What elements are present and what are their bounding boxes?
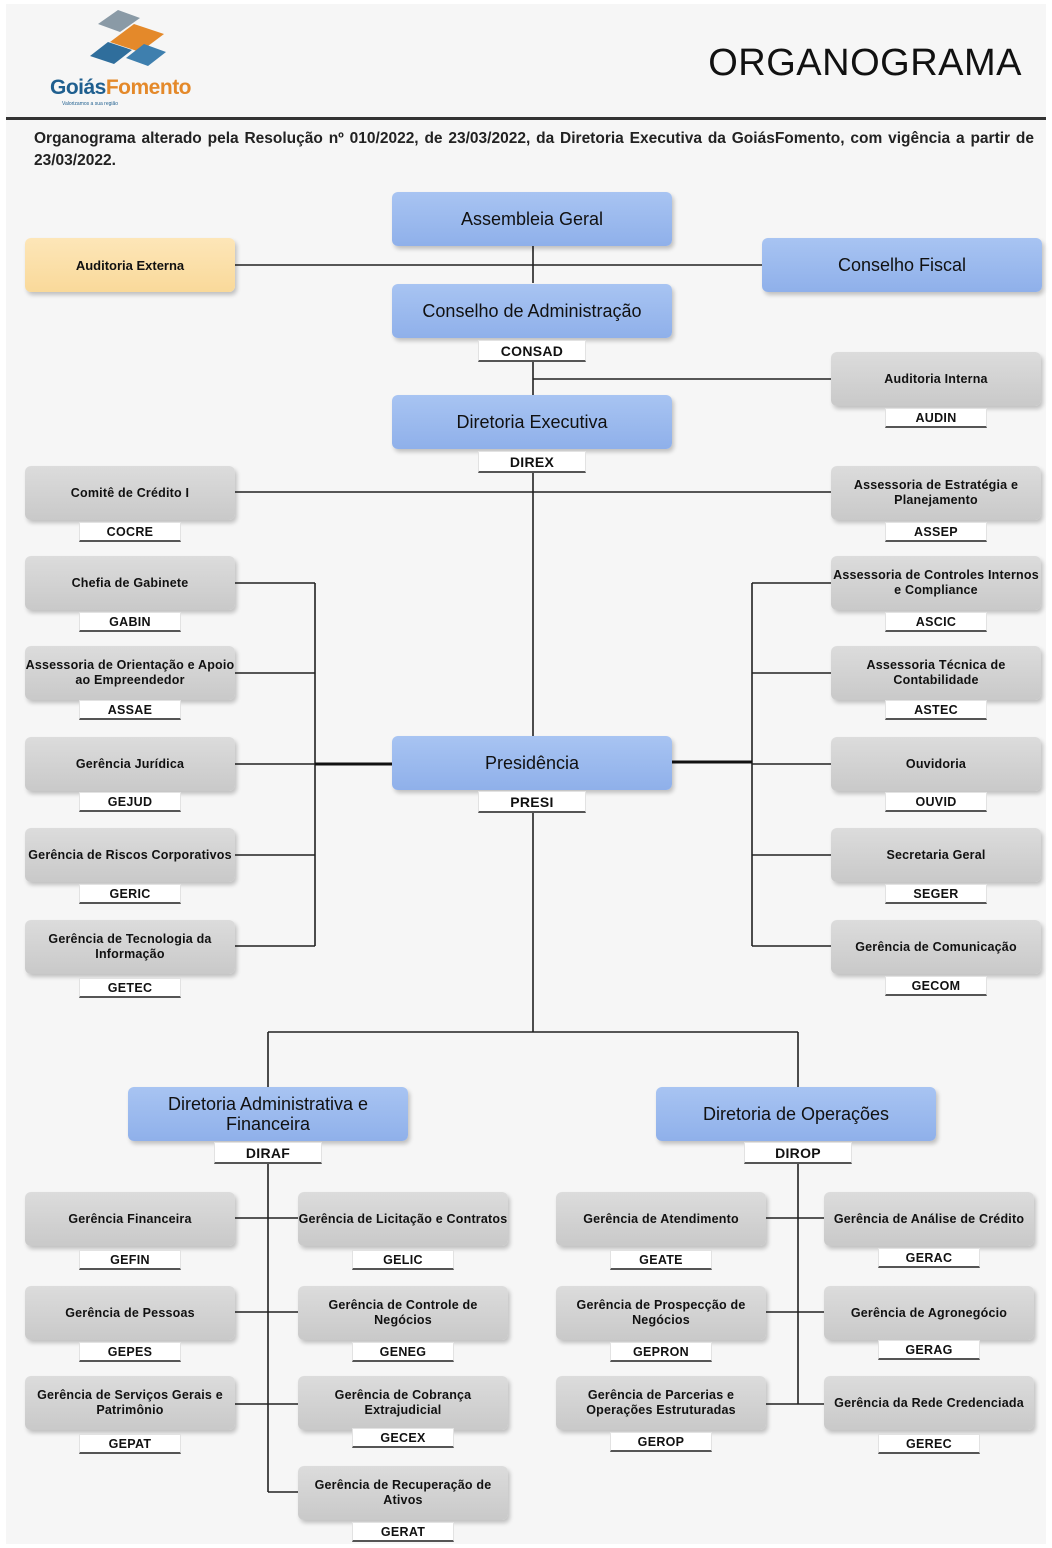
left-unit-box: Gerência de Tecnologia da Informação: [25, 920, 235, 974]
diraf-box: Diretoria Administrativa e Financeira: [128, 1087, 408, 1141]
right-unit-code: ASCIC: [885, 612, 987, 632]
diraf-unit-code: GECEX: [352, 1428, 454, 1448]
page-title: ORGANOGRAMA: [708, 42, 1022, 84]
conselho-fiscal-box: Conselho Fiscal: [762, 238, 1042, 292]
direx-code: DIREX: [478, 451, 586, 473]
diraf-unit-box: Gerência de Serviços Gerais e Patrimônio: [25, 1376, 235, 1430]
cocre-code: COCRE: [79, 522, 181, 542]
diretoria-executiva-box: Diretoria Executiva: [392, 395, 672, 449]
diraf-unit-box: Gerência Financeira: [25, 1192, 235, 1246]
auditoria-externa-box: Auditoria Externa: [25, 238, 235, 292]
right-unit-code: OUVID: [885, 792, 987, 812]
left-unit-code: GETEC: [79, 978, 181, 998]
left-unit-code: GERIC: [79, 884, 181, 904]
auditoria-interna-box: Auditoria Interna: [831, 352, 1041, 406]
left-unit-box: Gerência de Riscos Corporativos: [25, 828, 235, 882]
dirop-unit-box: Gerência de Prospecção de Negócios: [556, 1286, 766, 1340]
comite-credito-box: Comitê de Crédito I: [25, 466, 235, 520]
diraf-unit-box: Gerência de Cobrança Extrajudicial: [298, 1376, 508, 1430]
dirop-unit-code: GEPRON: [610, 1342, 712, 1362]
dirop-unit-box: Gerência de Atendimento: [556, 1192, 766, 1246]
dirop-code: DIROP: [744, 1142, 852, 1164]
diraf-unit-code: GEPES: [79, 1342, 181, 1362]
right-unit-code: SEGER: [885, 884, 987, 904]
diraf-unit-box: Gerência de Licitação e Contratos: [298, 1192, 508, 1246]
dirop-unit-code: GEREC: [878, 1434, 980, 1454]
right-unit-code: ASTEC: [885, 700, 987, 720]
dirop-box: Diretoria de Operações: [656, 1087, 936, 1141]
dirop-unit-code: GEATE: [610, 1250, 712, 1270]
presidencia-box: Presidência: [392, 736, 672, 790]
dirop-unit-box: Gerência de Análise de Crédito: [824, 1192, 1034, 1246]
diraf-unit-code: GENEG: [352, 1342, 454, 1362]
right-unit-box: Assessoria de Controles Internos e Compl…: [831, 556, 1041, 610]
diraf-unit-code: GEFIN: [79, 1250, 181, 1270]
assep-box: Assessoria de Estratégia e Planejamento: [831, 466, 1041, 520]
conselho-administracao-box: Conselho de Administração: [392, 284, 672, 338]
left-unit-code: GABIN: [79, 612, 181, 632]
assep-code: ASSEP: [885, 522, 987, 542]
diraf-unit-box: Gerência de Controle de Negócios: [298, 1286, 508, 1340]
presi-code: PRESI: [478, 791, 586, 813]
right-unit-code: GECOM: [885, 976, 987, 996]
right-unit-box: Ouvidoria: [831, 737, 1041, 791]
dirop-unit-box: Gerência da Rede Credenciada: [824, 1376, 1034, 1430]
goiasfomento-logo-icon: [90, 10, 166, 66]
left-unit-code: GEJUD: [79, 792, 181, 812]
diraf-unit-code: GEPAT: [79, 1434, 181, 1454]
left-unit-box: Assessoria de Orientação e Apoio ao Empr…: [25, 646, 235, 700]
logo-wordmark: GoiásFomento: [50, 76, 192, 99]
right-unit-box: Secretaria Geral: [831, 828, 1041, 882]
assembleia-geral-box: Assembleia Geral: [392, 192, 672, 246]
audin-code: AUDIN: [885, 408, 987, 428]
left-unit-code: ASSAE: [79, 700, 181, 720]
header-divider: [6, 117, 1046, 120]
logo-tagline: Valorizamos a sua região: [62, 101, 119, 107]
intro-text: Organograma alterado pela Resolução nº 0…: [34, 130, 1034, 169]
right-unit-box: Gerência de Comunicação: [831, 920, 1041, 974]
diraf-unit-code: GELIC: [352, 1250, 454, 1270]
left-unit-box: Gerência Jurídica: [25, 737, 235, 791]
diraf-unit-code: GERAT: [352, 1522, 454, 1542]
diraf-code: DIRAF: [214, 1142, 322, 1164]
dirop-unit-code: GERAG: [878, 1340, 980, 1360]
right-unit-box: Assessoria Técnica de Contabilidade: [831, 646, 1041, 700]
left-unit-box: Chefia de Gabinete: [25, 556, 235, 610]
consad-code: CONSAD: [478, 340, 586, 362]
diraf-unit-box: Gerência de Pessoas: [25, 1286, 235, 1340]
dirop-unit-box: Gerência de Agronegócio: [824, 1286, 1034, 1340]
dirop-unit-code: GERAC: [878, 1248, 980, 1268]
dirop-unit-box: Gerência de Parcerias e Operações Estrut…: [556, 1376, 766, 1430]
dirop-unit-code: GEROP: [610, 1432, 712, 1452]
diraf-unit-box: Gerência de Recuperação de Ativos: [298, 1466, 508, 1520]
